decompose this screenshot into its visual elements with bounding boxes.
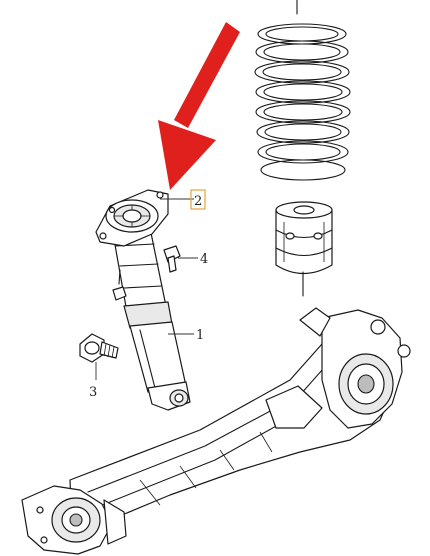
arrow-shaft — [174, 22, 240, 128]
callout-group: 2 4 1 3 — [89, 189, 208, 400]
lower-bolt — [79, 333, 119, 363]
callout-label-top-mount: 2 — [194, 194, 202, 209]
rear-axle-beam — [21, 307, 411, 555]
upper-bolt-small — [112, 269, 127, 301]
red-arrow-indicator — [158, 22, 240, 190]
upper-bolt — [163, 245, 181, 273]
arrow-head — [158, 120, 216, 190]
coil-spring — [254, 0, 351, 181]
top-mount — [95, 189, 169, 247]
bump-stop — [275, 201, 333, 297]
shock-absorber — [111, 227, 191, 411]
callout-label-upper-bolt: 4 — [200, 252, 208, 267]
callout-highlight-box — [190, 189, 206, 210]
callout-label-shock-absorber: 1 — [196, 328, 204, 343]
callout-label-lower-bolt: 3 — [89, 385, 97, 400]
